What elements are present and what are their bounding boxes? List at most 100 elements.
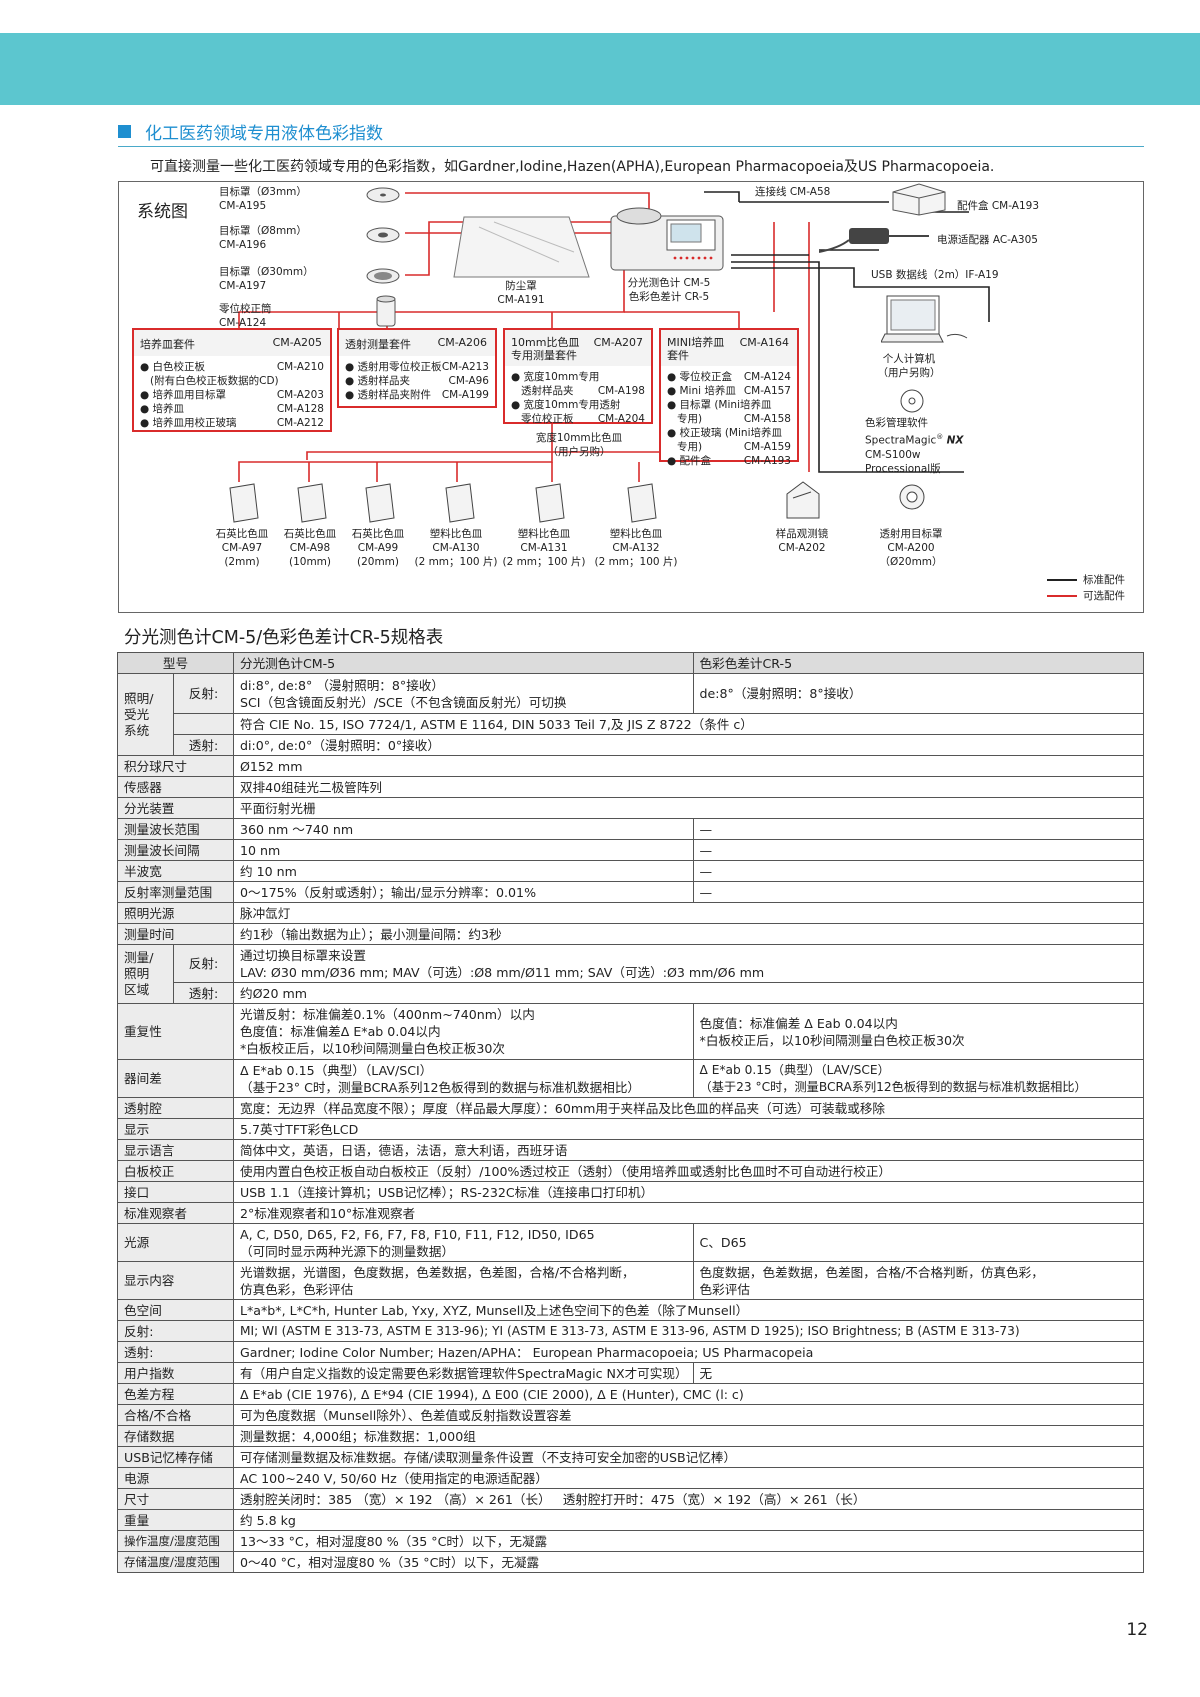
kit-item-name: 专用) xyxy=(667,441,703,453)
kit-item: ● 宽度10mm专用 xyxy=(511,370,645,384)
section-title: 化工医药领域专用液体色彩指数 xyxy=(145,124,383,144)
kit-item-code: CM-A210 xyxy=(276,361,324,373)
row-key: 白板校正 xyxy=(117,1160,234,1182)
header-model: 型号 xyxy=(117,652,234,674)
cell-cr5: C、D65 xyxy=(692,1223,1145,1262)
row-key: 透射: xyxy=(117,1341,234,1363)
row-key: 积分球尺寸 xyxy=(117,755,234,777)
cell-both: 宽度：无边界（样品宽度不限）；厚度（样品最大厚度）：60mm用于夹样品及比色皿的… xyxy=(232,1097,1145,1119)
kit-item-name: (附有白色校正板数据的CD) xyxy=(140,375,279,387)
table-row: 用户指数 有（用户自定义指数的设定需要色彩数据管理软件SpectraMagic … xyxy=(117,1362,1145,1384)
kit-item-code: CM-A96 xyxy=(448,375,490,387)
table-row: 重复性 光谱反射：标准偏差0.1%（400nm~740nm）以内 色度值：标准偏… xyxy=(117,1003,1145,1060)
cell-both: MI; WI (ASTM E 313-73, ASTM E 313-96); Y… xyxy=(232,1320,1145,1342)
kit-item: ● 目标罩 (Mini培养皿 xyxy=(667,398,791,412)
cell-cr5: — xyxy=(692,839,1145,861)
software-name: 色彩管理软件 xyxy=(865,417,928,429)
kit-item: 专用)CM-A159 xyxy=(667,440,791,454)
cell-both: 2°标准观察者和10°标准观察者 xyxy=(232,1202,1145,1224)
kit-code: CM-A207 xyxy=(593,336,643,349)
cuvette-size: (10mm) xyxy=(288,556,331,568)
pc-note: （用户另购） xyxy=(877,367,941,379)
cell-both: 平面衍射光栅 xyxy=(232,797,1145,819)
sample-viewer-name: 样品观测镜 xyxy=(775,528,829,540)
section-intro: 可直接测量一些化工医药领域专用的色彩指数，如Gardner,Iodine,Haz… xyxy=(150,159,995,175)
header-cr5: 色彩色差计CR-5 xyxy=(692,652,1145,674)
kit-code: CM-A164 xyxy=(739,336,789,349)
kit-item-name: ● 培养皿用目标罩 xyxy=(140,389,226,401)
kit-item-name: ● 目标罩 (Mini培养皿 xyxy=(667,399,772,411)
instrument-name-cm5: 分光测色计 CM-5 xyxy=(627,277,711,289)
row-key: 色差方程 xyxy=(117,1383,234,1405)
row-key: 光源 xyxy=(117,1223,234,1262)
cuvette-code: CM-A131 xyxy=(520,542,568,554)
cell-both: 透射腔关闭时：385 （宽）× 192 （高）× 261（长） 透射腔打开时：4… xyxy=(232,1488,1145,1510)
table-row: 透射腔宽度：无边界（样品宽度不限）；厚度（样品最大厚度）：60mm用于夹样品及比… xyxy=(117,1097,1145,1119)
kit-item-code: CM-A128 xyxy=(276,403,324,415)
legend-optional-label: 可选配件 xyxy=(1083,590,1125,602)
row-key: 传感器 xyxy=(117,776,234,798)
cell-both: AC 100~240 V, 50/60 Hz（使用指定的电源适配器） xyxy=(232,1467,1145,1489)
trans-target-name: 透射用目标罩 xyxy=(879,528,943,540)
cell-both: 通过切换目标罩来设置 LAV: Ø30 mm/Ø36 mm; MAV（可选）:Ø… xyxy=(232,944,1145,983)
kit-item: (附有白色校正板数据的CD) xyxy=(140,374,324,388)
cuvette-code: CM-A99 xyxy=(357,542,399,554)
table-row: 透射: di:0°, de:0°（漫射照明：0°接收） xyxy=(118,734,1145,756)
kit-item-code: CM-A158 xyxy=(743,413,791,425)
kit-item-name: 专用) xyxy=(667,413,703,425)
accessory-box-label: 配件盒 CM-A193 xyxy=(957,200,1040,212)
kit-item-name: ● 零位校正盒 xyxy=(667,371,732,383)
table-row: 分光装置平面衍射光栅 xyxy=(117,797,1145,819)
table-row: 尺寸透射腔关闭时：385 （宽）× 192 （高）× 261（长） 透射腔打开时… xyxy=(117,1488,1145,1510)
cell-both: 使用内置白色校正板自动白板校正（反射）/100%透过校正（透射）（使用培养皿或透… xyxy=(232,1160,1145,1182)
kit-name: MINI培养皿 套件 xyxy=(667,336,725,362)
table-row: USB记忆棒存储可存储测量数据及标准数据。存储/读取测量条件设置（不支持可安全加… xyxy=(117,1446,1145,1468)
kit-item-name: ● 白色校正板 xyxy=(140,361,205,373)
target-30mm-name: 目标罩（Ø30mm） xyxy=(219,266,314,278)
kit-name: 透射测量套件 xyxy=(345,338,411,351)
cell-both: 约1秒（输出数据为止）；最小测量间隔：约3秒 xyxy=(232,923,1145,945)
kit-item: ● 校正玻璃 (Mini培养皿 xyxy=(667,426,791,440)
header-cm5: 分光测色计CM-5 xyxy=(232,652,694,674)
table-row: 器间差 Δ E*ab 0.15（典型）（LAV/SCI） （基于23° C时，测… xyxy=(117,1059,1145,1098)
row-key: 接口 xyxy=(117,1181,234,1203)
table-row: 显示语言简体中文，英语，日语，德语，法语，意大利语，西班牙语 xyxy=(117,1139,1145,1161)
cell-cm5: 0～175%（反射或透射）；输出/显示分辨率：0.01% xyxy=(232,881,694,903)
software-product-suffix: NX xyxy=(946,434,964,447)
cell-cm5: 光谱数据，光谱图，色度数据，色差数据，色差图，合格/不合格判断， 仿真色彩，色彩… xyxy=(232,1261,694,1300)
computer-icon xyxy=(881,295,968,343)
cell-both: Ø152 mm xyxy=(232,755,1145,777)
connection-lines xyxy=(238,191,990,482)
table-row: 半波宽约 10 nm— xyxy=(117,860,1145,882)
cuvette-size: (2 mm；100 片) xyxy=(502,556,586,568)
kit-item-name: ● Mini 培养皿 xyxy=(667,385,736,397)
cell-both: 5.7英寸TFT彩色LCD xyxy=(232,1118,1145,1140)
kit-item-code: CM-A124 xyxy=(743,371,791,383)
cuvette-size: (2mm) xyxy=(224,556,260,568)
target-3mm-code: CM-A195 xyxy=(219,200,267,212)
row-key-illum: 照明/ 受光 系统 xyxy=(117,673,174,756)
cell-cm5: 光谱反射：标准偏差0.1%（400nm~740nm）以内 色度值：标准偏差Δ E… xyxy=(232,1003,694,1060)
accessory-box-icon xyxy=(892,183,946,216)
kit-item: 专用) CM-A158 xyxy=(667,412,791,426)
